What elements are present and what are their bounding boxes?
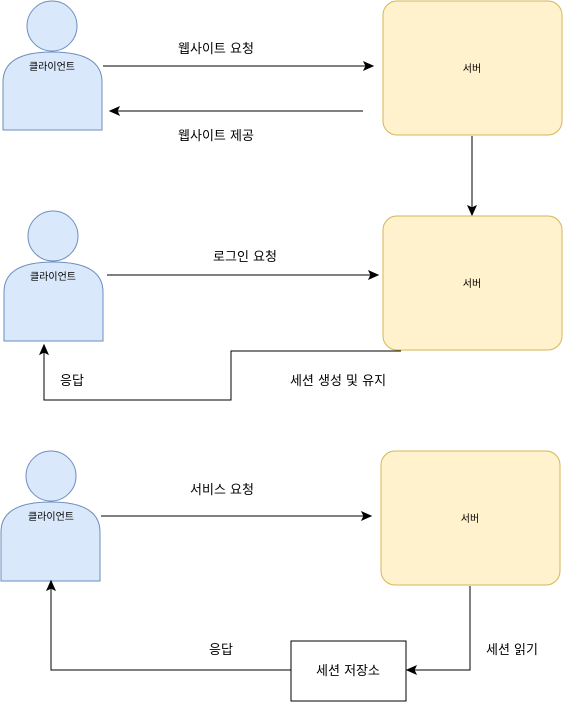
actor-head	[25, 450, 77, 502]
response-elbow-arrow-2	[38, 343, 401, 401]
section-3: 클라이언트 서버 서비스 요청 세션 저장소 세션 읽기 응답	[0, 450, 561, 702]
client-actor-1: 클라이언트	[2, 0, 103, 131]
section-1: 클라이언트 서버 웹사이트 요청 웹사이트 제공	[2, 0, 563, 217]
actor-torso	[0, 501, 101, 582]
session-label: 세션 생성 및 유지	[290, 374, 386, 389]
server-rect	[380, 450, 561, 586]
response-label: 응답	[60, 374, 84, 389]
response-label: 응답	[209, 643, 233, 658]
server-box-3: 서버	[380, 450, 561, 586]
client-label: 클라이언트	[30, 271, 76, 283]
actor-torso	[3, 261, 104, 342]
read-session-arrow	[405, 586, 471, 676]
server-rect	[382, 215, 563, 351]
store-rect	[290, 640, 407, 702]
client-actor-2: 클라이언트	[3, 210, 104, 342]
client-label: 클라이언트	[29, 61, 75, 73]
request-arrow-2	[107, 269, 380, 281]
request-label: 서비스 요청	[190, 483, 254, 498]
session-store-box: 세션 저장소	[290, 640, 407, 702]
actor-torso	[2, 51, 103, 131]
read-label: 세션 읽기	[486, 643, 538, 658]
client-label: 클라이언트	[28, 511, 74, 523]
server-label: 서버	[463, 278, 481, 290]
response-label: 웹사이트 제공	[178, 129, 254, 144]
server-box-1: 서버	[382, 0, 563, 136]
server-box-2: 서버	[382, 215, 563, 351]
server-to-server-arrow	[466, 136, 478, 217]
server-label: 서버	[463, 63, 481, 75]
actor-head	[26, 0, 78, 52]
request-label: 웹사이트 요청	[178, 42, 254, 57]
request-arrow-1	[103, 60, 375, 72]
request-label: 로그인 요청	[213, 250, 277, 265]
response-arrow-1	[108, 105, 363, 117]
actor-head	[27, 210, 79, 262]
server-rect	[382, 0, 563, 136]
response-elbow-arrow-3	[45, 579, 291, 671]
store-label: 세션 저장소	[316, 664, 380, 679]
section-2: 클라이언트 서버 로그인 요청 응답 세션 생성 및 유지	[3, 210, 563, 401]
request-arrow-3	[101, 510, 373, 522]
client-actor-3: 클라이언트	[0, 450, 101, 582]
server-label: 서버	[461, 513, 479, 525]
